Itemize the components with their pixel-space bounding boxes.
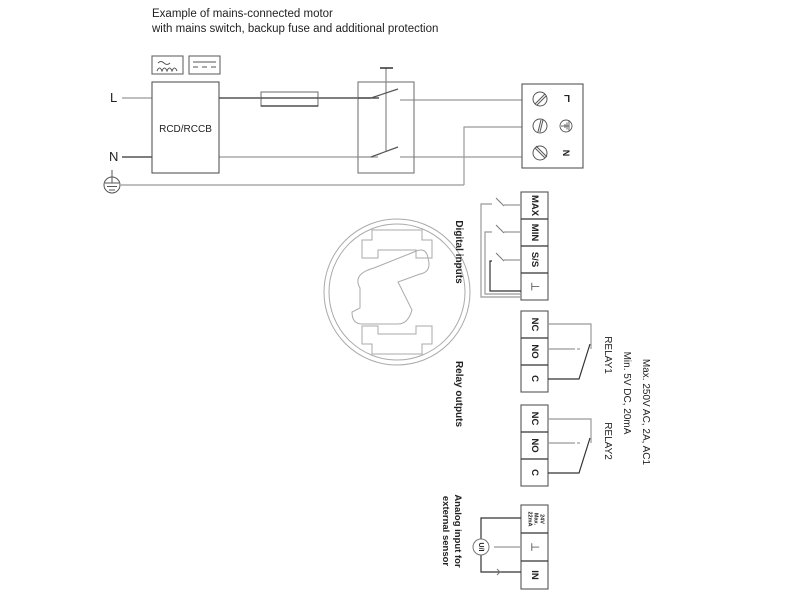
relay1-c: C (529, 375, 540, 382)
pump-logo-watermark (323, 218, 471, 366)
rcd-type-symbols (151, 55, 221, 75)
rcd-label: RCD/RCCB (159, 124, 212, 135)
title-line-1: Example of mains-connected motor (152, 8, 333, 20)
supply-22ma: 22mA (527, 512, 533, 527)
line-label: L (110, 90, 117, 105)
backup-fuse (260, 91, 319, 107)
relay-rating-max: Max. 250V AC, 2A, AC1 (640, 359, 651, 466)
screw-l (532, 91, 548, 107)
supply-24v: 24V (539, 514, 545, 524)
mains-terminal-block: L N (521, 83, 584, 169)
relay1-nc: NC (529, 318, 540, 332)
terminal-label-l: L (564, 92, 570, 103)
terminal-start-stop: S/S (529, 252, 540, 267)
digital-inputs-terminal-block: MAX MIN S/S ⊥ (480, 191, 549, 301)
sensor-icon: U/I (472, 538, 490, 556)
analog-input-label-2: external sensor (440, 496, 451, 567)
terminal-ground: ⊥ (529, 282, 541, 292)
earth-icon (559, 119, 573, 133)
relay2-c: C (529, 469, 540, 476)
terminal-min: MIN (529, 224, 540, 242)
analog-input-label-1: Analog input for (452, 494, 463, 568)
relay2-nc: NC (529, 412, 540, 426)
relay1-terminal-block: NC NO C (520, 310, 592, 393)
mains-switch (357, 67, 415, 174)
relay-outputs-label: Relay outputs (453, 361, 464, 428)
dc-icon (188, 55, 221, 75)
analog-ground: ⊥ (529, 542, 541, 552)
ac-pulsating-icon (151, 55, 184, 75)
earth-wire-to-terminal (463, 126, 522, 185)
protective-earth-icon (103, 170, 121, 194)
relay-rating-min: Min. 5V DC, 20mA (621, 352, 632, 435)
digital-inputs-label: Digital inputs (453, 220, 464, 284)
supply-max: Max. (533, 513, 539, 526)
relay2-label: RELAY2 (602, 422, 613, 460)
terminal-label-n: N (561, 150, 571, 157)
svg-text:U/I: U/I (477, 543, 484, 552)
screw-n (532, 145, 548, 161)
supply-rating: 24V Max. 22mA (527, 512, 545, 527)
terminal-max: MAX (529, 195, 540, 217)
relay1-no: NO (529, 344, 540, 358)
neutral-label: N (109, 149, 118, 164)
relay2-no: NO (529, 438, 540, 452)
analog-in: IN (529, 570, 540, 580)
screw-pe (532, 118, 548, 134)
relay1-label: RELAY1 (602, 336, 613, 374)
analog-input-terminal-block: 24V Max. 22mA ⊥ IN U/I (472, 504, 549, 590)
relay2-terminal-block: NC NO C (520, 404, 592, 487)
title-line-2: with mains switch, backup fuse and addit… (152, 23, 439, 35)
rcd-rccb-device: RCD/RCCB (151, 81, 220, 174)
